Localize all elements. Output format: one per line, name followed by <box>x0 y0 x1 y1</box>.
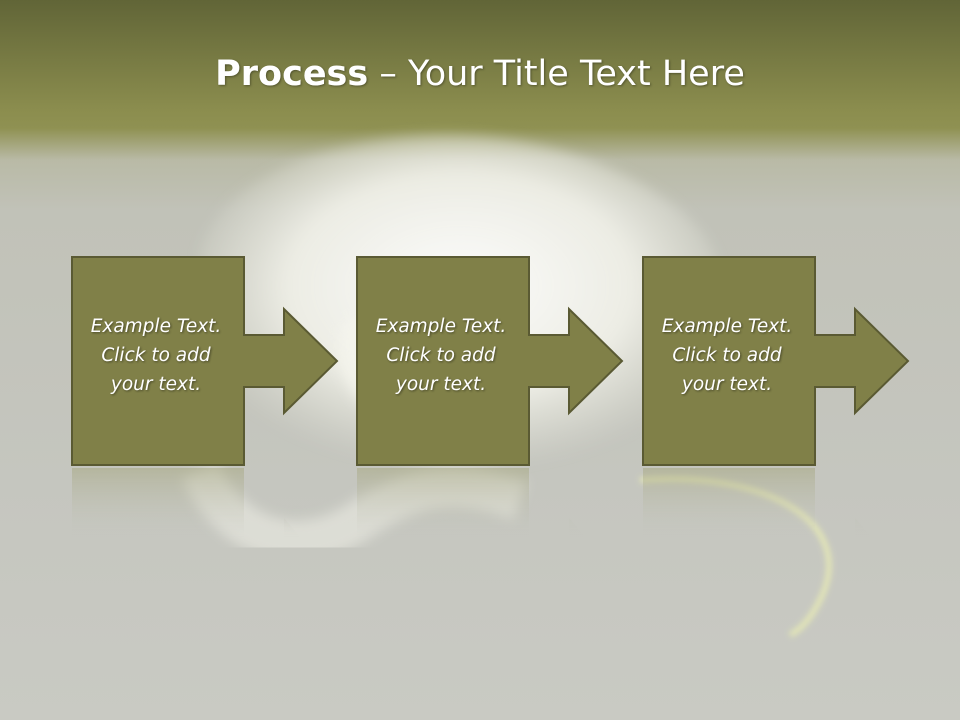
step-text[interactable]: Example Text. Click to add your text. <box>77 312 235 399</box>
step-text-line-3: your text. <box>110 374 202 395</box>
title-rest-text: – Your Title Text Here <box>368 54 745 94</box>
shape-reflection <box>357 468 586 538</box>
shape-reflection <box>72 468 301 538</box>
title-bold-text: Process <box>215 54 369 94</box>
step-text-line-2: Click to add <box>101 345 211 366</box>
slide-title[interactable]: Process – Your Title Text Here <box>0 52 960 96</box>
step-text-line-1: Example Text. <box>375 316 507 337</box>
step-text-line-1: Example Text. <box>90 316 222 337</box>
step-text-line-3: your text. <box>395 374 487 395</box>
arrow-box-shape <box>642 256 910 466</box>
process-step-2[interactable]: Example Text. Click to add your text. <box>356 256 626 538</box>
process-step-1[interactable]: Example Text. Click to add your text. <box>71 256 341 538</box>
step-text[interactable]: Example Text. Click to add your text. <box>362 312 520 399</box>
step-text[interactable]: Example Text. Click to add your text. <box>648 312 806 399</box>
step-text-line-1: Example Text. <box>661 316 793 337</box>
step-text-line-3: your text. <box>681 374 773 395</box>
process-step-3[interactable]: Example Text. Click to add your text. <box>642 256 912 538</box>
step-text-line-2: Click to add <box>386 345 496 366</box>
shape-reflection <box>643 468 872 538</box>
arrow-box-shape <box>356 256 624 466</box>
arrow-box-shape <box>71 256 339 466</box>
step-text-line-2: Click to add <box>672 345 782 366</box>
